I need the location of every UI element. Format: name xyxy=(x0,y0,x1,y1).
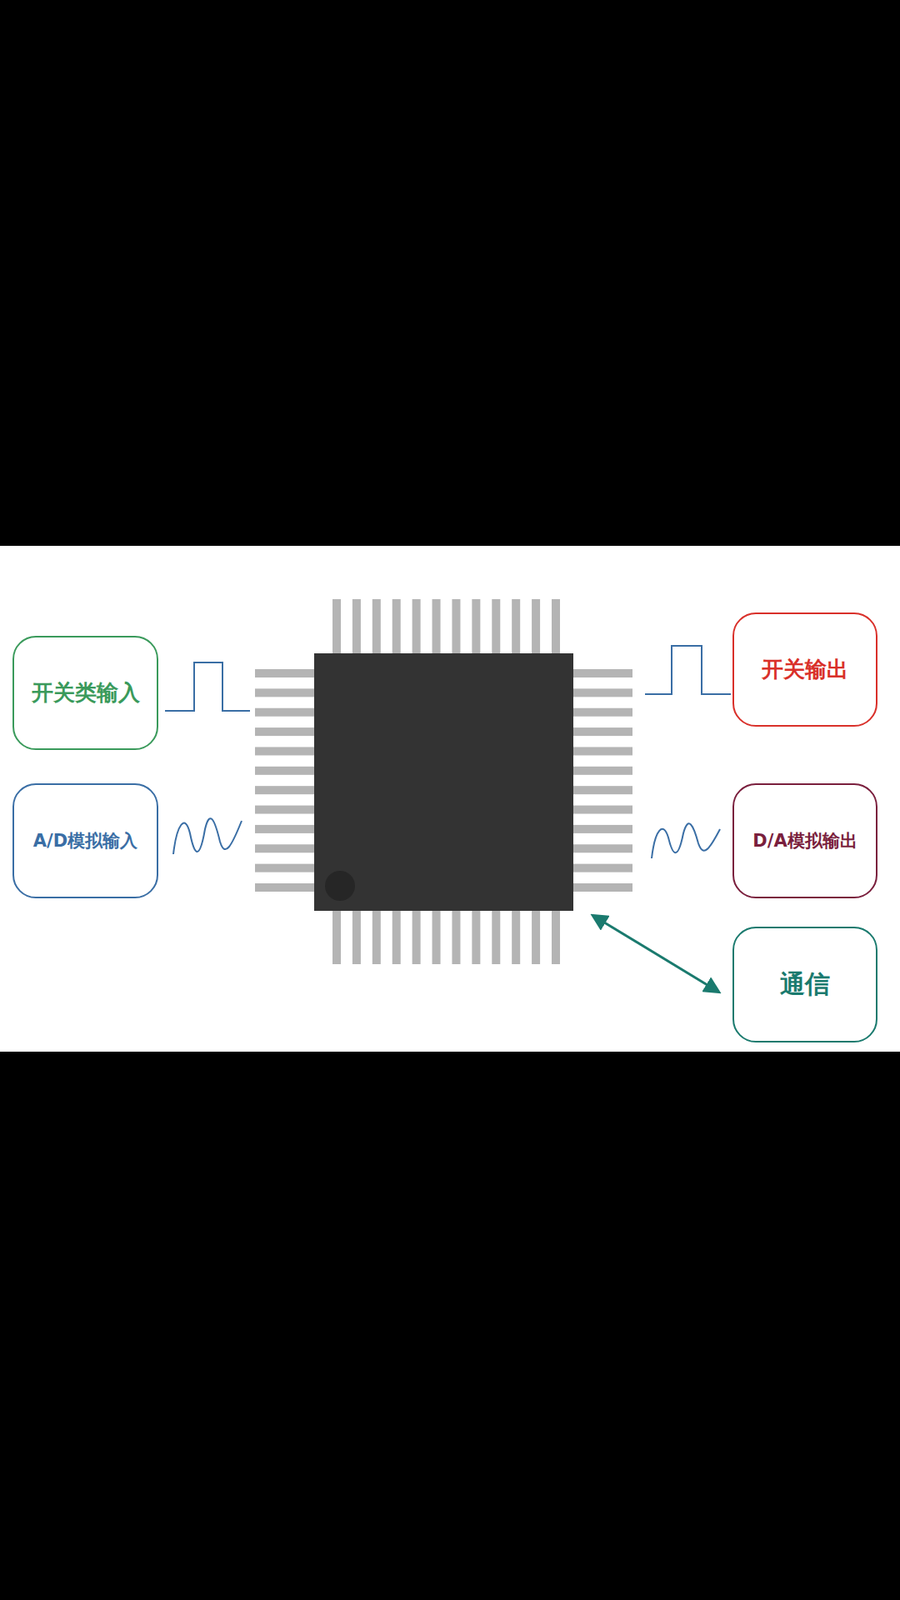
pin1-dot xyxy=(325,870,355,901)
pin xyxy=(471,599,480,654)
pin xyxy=(573,805,633,815)
pin xyxy=(332,599,341,654)
pin xyxy=(551,599,560,654)
pin xyxy=(392,599,401,654)
comm-arrow xyxy=(593,915,719,992)
square-wave xyxy=(645,645,731,695)
pin xyxy=(255,746,315,755)
pin xyxy=(573,727,633,736)
pin xyxy=(392,910,401,965)
pin xyxy=(451,599,460,654)
chip-body xyxy=(314,653,574,911)
pin xyxy=(573,669,633,678)
box-label: A/D模拟输入 xyxy=(33,829,138,853)
output-box: D/A模拟输出 xyxy=(732,783,878,899)
pin xyxy=(573,766,633,775)
box-label: D/A模拟输出 xyxy=(752,829,857,853)
pin xyxy=(511,910,520,965)
pin xyxy=(255,766,315,775)
chip-pins xyxy=(255,599,633,965)
square-wave xyxy=(165,662,250,711)
pin xyxy=(573,864,633,873)
box-label: 通信 xyxy=(780,967,830,1002)
pin xyxy=(491,599,500,654)
pin xyxy=(332,910,341,965)
pin xyxy=(352,599,361,654)
pin xyxy=(255,708,315,717)
pin xyxy=(412,599,421,654)
analog-wave xyxy=(173,818,242,855)
box-label: 开关输出 xyxy=(761,655,849,685)
pin xyxy=(573,825,633,834)
pin xyxy=(551,910,560,965)
pin xyxy=(255,727,315,736)
box-label: 开关类输入 xyxy=(31,678,140,708)
pin xyxy=(255,785,315,795)
pin xyxy=(573,844,633,853)
pin xyxy=(255,844,315,853)
pin xyxy=(255,883,315,892)
pin xyxy=(432,599,441,654)
pin xyxy=(573,785,633,795)
input-box: 开关类输入 xyxy=(12,635,159,750)
pin xyxy=(573,688,633,697)
pin xyxy=(412,910,421,965)
pin xyxy=(573,708,633,717)
pin xyxy=(372,910,381,965)
pin xyxy=(511,599,520,654)
pin xyxy=(471,910,480,965)
pin xyxy=(255,864,315,873)
comm-box: 通信 xyxy=(732,926,878,1043)
pin xyxy=(372,599,381,654)
pin xyxy=(531,910,540,965)
input-box: A/D模拟输入 xyxy=(12,783,159,899)
pin xyxy=(531,599,540,654)
pin xyxy=(255,688,315,697)
pin xyxy=(255,669,315,678)
output-box: 开关输出 xyxy=(732,612,878,727)
analog-wave xyxy=(651,823,720,859)
pin xyxy=(255,825,315,834)
pin xyxy=(491,910,500,965)
pin xyxy=(573,883,633,892)
pin xyxy=(432,910,441,965)
pin xyxy=(352,910,361,965)
pin xyxy=(451,910,460,965)
pin xyxy=(573,746,633,755)
pin xyxy=(255,805,315,815)
